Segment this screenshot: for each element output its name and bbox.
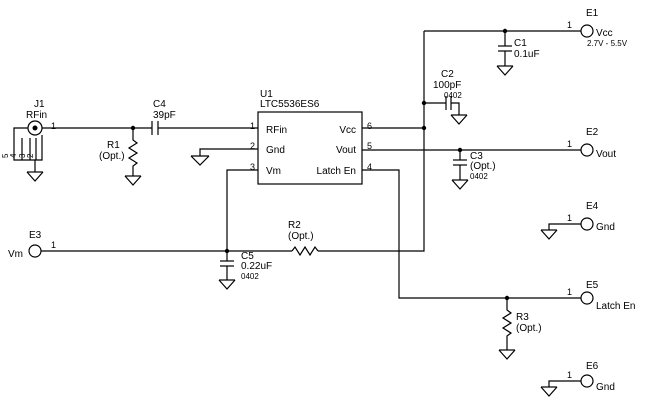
connector-j1 bbox=[13, 120, 44, 182]
ic-u1-body bbox=[257, 111, 363, 185]
terminal-e6-ref: E6 bbox=[586, 361, 599, 372]
ic-pin-num-4: 4 bbox=[367, 162, 372, 172]
capacitor-c2-value: 100pF bbox=[433, 80, 461, 91]
terminal-e1-pin: 1 bbox=[567, 20, 572, 30]
ic-pin-name-vcc: Vcc bbox=[339, 125, 356, 136]
ic-pin-num-2: 2 bbox=[250, 141, 255, 151]
capacitor-c1-value: 0.1uF bbox=[514, 49, 540, 60]
ic-u1-ref: U1 bbox=[260, 89, 273, 100]
junction-vcc-pin bbox=[421, 125, 427, 131]
ic-pin-num-3: 3 bbox=[250, 162, 255, 172]
capacitor-c5-ref: C5 bbox=[241, 251, 254, 262]
terminal-e2 bbox=[580, 143, 594, 157]
terminal-e4-name: Gnd bbox=[596, 222, 615, 233]
resistor-r1-ref: R1 bbox=[107, 140, 120, 151]
ground-e4-tri bbox=[540, 229, 558, 240]
connector-j1-pin: 1 bbox=[51, 121, 56, 131]
resistor-r2-value: (Opt.) bbox=[288, 231, 314, 242]
terminal-e1-note: 2.7V - 5.5V bbox=[587, 39, 628, 48]
resistor-r2-ref: R2 bbox=[288, 220, 301, 231]
ground-c2-tri bbox=[450, 114, 468, 125]
resistor-r3 bbox=[501, 298, 513, 350]
connector-j1-pin-2: 2 bbox=[26, 153, 35, 158]
terminal-e3-name: Vm bbox=[8, 249, 23, 260]
terminal-e6-pin: 1 bbox=[567, 370, 572, 380]
ic-u1-part: LTC5536ES6 bbox=[260, 99, 320, 110]
resistor-r1 bbox=[127, 128, 139, 176]
ic-pin-name-rfin: RFin bbox=[266, 125, 287, 136]
terminal-e3-pin: 1 bbox=[51, 240, 56, 250]
terminal-e4-pin: 1 bbox=[567, 213, 572, 223]
terminal-e1 bbox=[580, 24, 594, 38]
terminal-e3 bbox=[28, 244, 42, 258]
terminal-e4 bbox=[580, 217, 594, 231]
capacitor-c2-pkg: 0402 bbox=[444, 91, 462, 100]
capacitor-c4-value: 39pF bbox=[153, 110, 176, 121]
terminal-e4-ref: E4 bbox=[586, 201, 599, 212]
wire-e6 bbox=[548, 380, 581, 387]
ic-pin-name-vm: Vm bbox=[266, 166, 281, 177]
terminal-e5 bbox=[580, 291, 594, 305]
capacitor-c2-ref: C2 bbox=[441, 69, 454, 80]
ground-c5-tri bbox=[218, 279, 236, 290]
connector-j1-ref: J1 bbox=[34, 99, 45, 110]
terminal-e5-pin: 1 bbox=[567, 287, 572, 297]
terminal-e1-ref: E1 bbox=[586, 8, 599, 19]
wire-gnd-pin bbox=[199, 148, 258, 156]
connector-j1-pin-4: 4 bbox=[9, 153, 18, 158]
wire-e4 bbox=[548, 223, 581, 230]
terminal-e3-ref: E3 bbox=[29, 230, 42, 241]
terminal-e6 bbox=[580, 374, 594, 388]
capacitor-c3-pkg: 0402 bbox=[470, 172, 488, 181]
terminal-e2-name: Vout bbox=[596, 149, 616, 160]
terminal-e5-ref: E5 bbox=[586, 280, 599, 291]
connector-j1-name: RFin bbox=[26, 110, 47, 121]
capacitor-c4-ref: C4 bbox=[153, 99, 166, 110]
terminal-e1-name: Vcc bbox=[596, 28, 613, 39]
terminal-e5-name: Latch En bbox=[596, 301, 635, 312]
wire-vm-pin bbox=[226, 169, 258, 251]
ground-e6-tri bbox=[540, 386, 558, 397]
ground-r3-tri bbox=[498, 349, 516, 360]
ic-pin-num-5: 5 bbox=[367, 141, 372, 151]
capacitor-c1-ref: C1 bbox=[514, 38, 527, 49]
resistor-r1-value: (Opt.) bbox=[99, 151, 125, 162]
connector-j1-pin-5: 5 bbox=[1, 153, 10, 158]
terminal-e6-name: Gnd bbox=[596, 382, 615, 393]
capacitor-c3-value: (Opt.) bbox=[470, 161, 496, 172]
terminal-e2-ref: E2 bbox=[586, 127, 599, 138]
wire-latch-en bbox=[362, 169, 581, 299]
capacitor-c5-value: 0.22uF bbox=[241, 261, 272, 272]
ic-pin-num-6: 6 bbox=[367, 121, 372, 131]
terminal-e2-pin: 1 bbox=[567, 139, 572, 149]
connector-j1-pin-3: 3 bbox=[18, 153, 27, 158]
ic-pin-num-1: 1 bbox=[250, 121, 255, 131]
wire-c2-right bbox=[451, 102, 460, 115]
ic-pin-name-vout: Vout bbox=[336, 145, 356, 156]
ground-c1-tri bbox=[496, 65, 514, 76]
resistor-r2 bbox=[291, 245, 319, 257]
capacitor-c3-ref: C3 bbox=[470, 151, 483, 162]
ic-pin-name-gnd: Gnd bbox=[266, 145, 285, 156]
ground-r1-tri bbox=[124, 175, 142, 186]
capacitor-c5-pkg: 0402 bbox=[241, 272, 259, 281]
ground-c3-tri bbox=[451, 179, 469, 190]
ground-pin2-tri bbox=[190, 155, 210, 166]
ic-pin-name-latch-en: Latch En bbox=[317, 166, 356, 177]
resistor-r3-value: (Opt.) bbox=[516, 323, 542, 334]
resistor-r3-ref: R3 bbox=[516, 312, 529, 323]
